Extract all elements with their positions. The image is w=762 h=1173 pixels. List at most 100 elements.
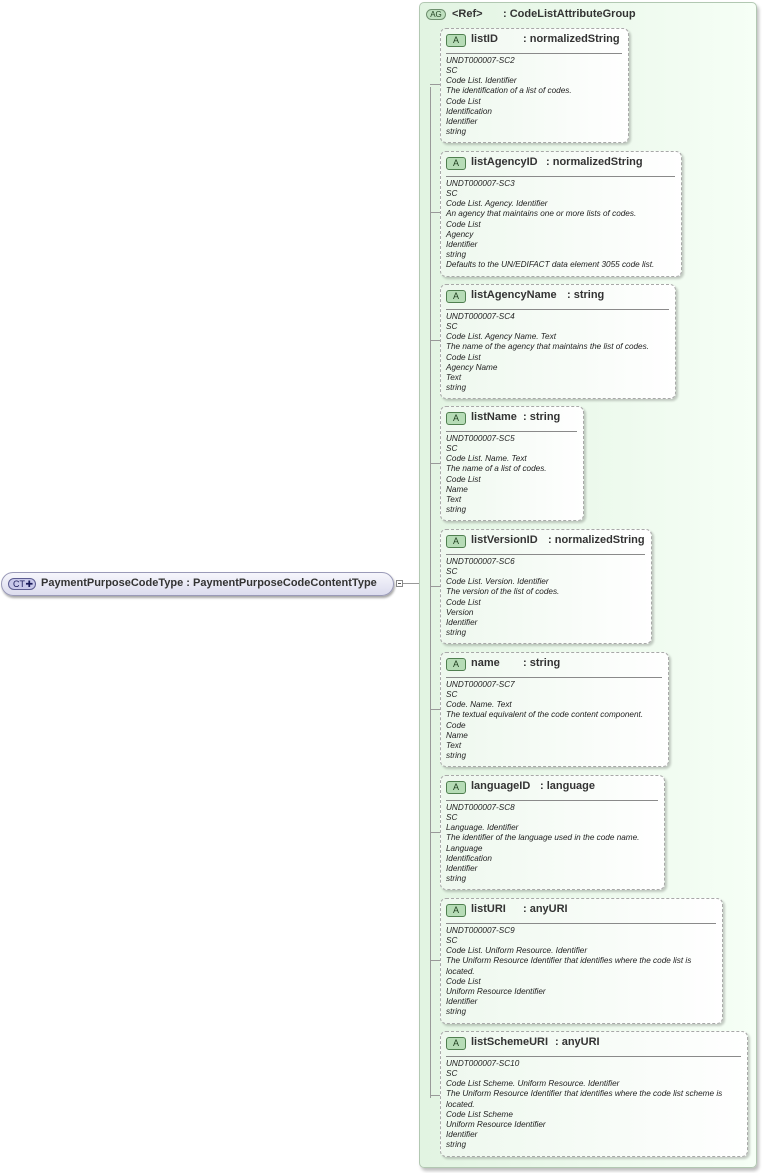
connector-line: [430, 586, 440, 587]
attribute-documentation: UNDT000007-SC3 SC Code List. Agency. Ide…: [446, 179, 677, 270]
doc-line: The name of the agency that maintains th…: [446, 342, 649, 352]
attribute-documentation: UNDT000007-SC4 SC Code List. Agency Name…: [446, 312, 671, 393]
doc-line: Code List: [446, 597, 481, 607]
doc-line: Code List: [446, 96, 481, 106]
complex-type-label: PaymentPurposeCodeType : PaymentPurposeC…: [41, 577, 377, 589]
doc-line: string: [446, 628, 467, 638]
attribute-name: listName: [471, 411, 517, 423]
attribute-badge: A: [446, 34, 466, 47]
attribute-type: : language: [540, 780, 596, 792]
attribute-badge: A: [446, 658, 466, 671]
doc-line: Version: [446, 607, 474, 617]
connector-line: [430, 212, 440, 213]
attribute-group-type: : CodeListAttributeGroup: [503, 8, 636, 20]
doc-line: Text: [446, 372, 462, 382]
doc-line: SC: [446, 444, 458, 454]
doc-line: Code List. Agency Name. Text: [446, 332, 556, 342]
doc-line: Identifier: [446, 997, 478, 1007]
doc-line: Agency: [446, 229, 474, 239]
doc-line: Uniform Resource Identifier: [446, 986, 546, 996]
doc-line: string: [446, 1007, 467, 1017]
connector-line: [430, 960, 440, 961]
doc-line: Code List. Agency. Identifier: [446, 199, 548, 209]
attribute-languageID[interactable]: A languageID : language UNDT000007-SC8 S…: [440, 775, 665, 890]
attribute-badge: A: [446, 290, 466, 303]
connector-line: [403, 583, 419, 584]
attribute-name: listURI: [471, 903, 506, 915]
attribute-listName[interactable]: A listName : string UNDT000007-SC5 SC Co…: [440, 406, 584, 521]
separator: [446, 923, 716, 924]
doc-line: Code. Name. Text: [446, 700, 512, 710]
attribute-type: : string: [567, 289, 605, 301]
connector-line: [430, 84, 440, 85]
attribute-type: : anyURI: [555, 1036, 600, 1048]
doc-line: SC: [446, 813, 458, 823]
doc-line: Code List Scheme: [446, 1109, 513, 1119]
doc-line: SC: [446, 66, 458, 76]
attribute-documentation: UNDT000007-SC10 SC Code List Scheme. Uni…: [446, 1059, 743, 1150]
attribute-listAgencyName[interactable]: A listAgencyName : string UNDT000007-SC4…: [440, 284, 676, 399]
doc-line: Code List Scheme. Uniform Resource. Iden…: [446, 1079, 620, 1089]
doc-line: SC: [446, 567, 458, 577]
attribute-type: : normalizedString: [548, 534, 645, 546]
doc-line: Code List: [446, 976, 481, 986]
doc-line: UNDT000007-SC6: [446, 557, 515, 566]
doc-line: Text: [446, 740, 462, 750]
collapse-toggle[interactable]: [396, 580, 403, 587]
attribute-documentation: UNDT000007-SC7 SC Code. Name. Text The t…: [446, 680, 664, 761]
doc-line: Identifier: [446, 1130, 478, 1140]
separator: [446, 677, 662, 678]
doc-line: UNDT000007-SC9: [446, 926, 515, 935]
doc-line: Code List: [446, 352, 481, 362]
attribute-type: : normalizedString: [546, 156, 643, 168]
attribute-name-node[interactable]: A name : string UNDT000007-SC7 SC Code. …: [440, 652, 669, 767]
attribute-name: name: [471, 657, 500, 669]
separator: [446, 431, 577, 432]
doc-line: The textual equivalent of the code conte…: [446, 710, 644, 720]
attribute-name: listID: [471, 33, 498, 45]
attribute-listID[interactable]: A listID : normalizedString UNDT000007-S…: [440, 28, 629, 143]
doc-line: UNDT000007-SC4: [446, 312, 515, 321]
attribute-badge: A: [446, 781, 466, 794]
doc-line: The Uniform Resource Identifier that ide…: [446, 956, 692, 976]
connector-line: [430, 709, 440, 710]
doc-line: SC: [446, 936, 458, 946]
attribute-tree-trunk: [430, 87, 431, 1098]
attribute-name: languageID: [471, 780, 531, 792]
attribute-documentation: UNDT000007-SC8 SC Language. Identifier T…: [446, 803, 660, 884]
complex-type-badge-label: CT: [13, 579, 25, 589]
doc-line: Identification: [446, 106, 492, 116]
attribute-listAgencyID[interactable]: A listAgencyID : normalizedString UNDT00…: [440, 151, 682, 277]
attribute-type: : string: [523, 411, 561, 423]
doc-line: Agency Name: [446, 362, 498, 372]
doc-line: SC: [446, 322, 458, 332]
separator: [446, 176, 675, 177]
attribute-listSchemeURI[interactable]: A listSchemeURI : anyURI UNDT000007-SC10…: [440, 1031, 748, 1157]
doc-line: string: [446, 1140, 467, 1150]
doc-line: UNDT000007-SC2: [446, 56, 515, 65]
doc-line: The name of a list of codes.: [446, 464, 547, 474]
separator: [446, 309, 669, 310]
doc-line: string: [446, 874, 467, 884]
attribute-badge: A: [446, 1037, 466, 1050]
doc-line: Code List. Identifier: [446, 76, 517, 86]
attribute-name: listAgencyName: [471, 289, 557, 301]
doc-line: Uniform Resource Identifier: [446, 1119, 546, 1129]
attribute-group-ref: <Ref>: [452, 8, 483, 20]
attribute-documentation: UNDT000007-SC5 SC Code List. Name. Text …: [446, 434, 579, 515]
doc-line: Code: [446, 720, 466, 730]
attribute-type: : anyURI: [523, 903, 568, 915]
doc-line: Identifier: [446, 239, 478, 249]
doc-line: Identification: [446, 853, 492, 863]
attribute-documentation: UNDT000007-SC2 SC Code List. Identifier …: [446, 56, 624, 137]
attribute-badge: A: [446, 157, 466, 170]
connector-line: [430, 1095, 440, 1096]
plus-icon: ✚: [25, 579, 33, 589]
attribute-listVersionID[interactable]: A listVersionID : normalizedString UNDT0…: [440, 529, 652, 644]
doc-line: string: [446, 751, 467, 761]
complex-type-type: : PaymentPurposeCodeContentType: [186, 577, 377, 589]
attribute-listURI[interactable]: A listURI : anyURI UNDT000007-SC9 SC Cod…: [440, 898, 723, 1024]
doc-line: UNDT000007-SC8: [446, 803, 515, 812]
doc-line: Code List: [446, 219, 481, 229]
complex-type-node[interactable]: CT✚ PaymentPurposeCodeType : PaymentPurp…: [1, 572, 394, 596]
